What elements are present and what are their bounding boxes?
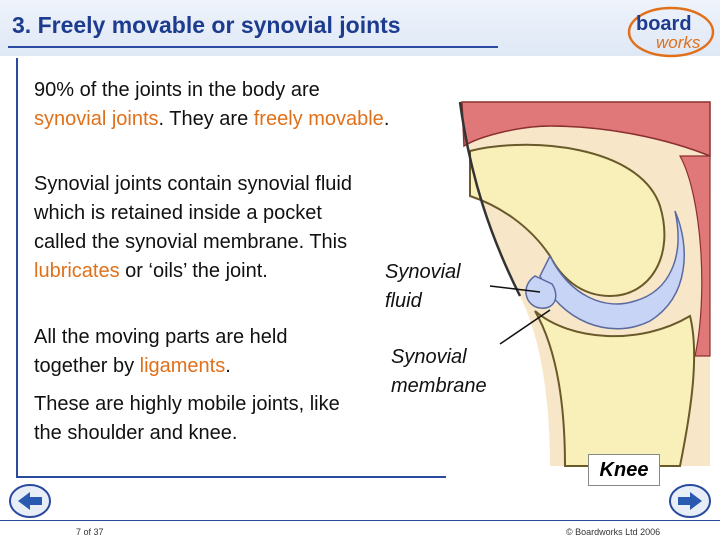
paragraph-4: These are highly mobile joints, like the… <box>34 393 340 444</box>
copyright: © Boardworks Ltd 2006 <box>566 527 661 537</box>
label-synovial-fluid: Synovial fluid <box>385 261 461 312</box>
knee-label: Knee <box>588 454 660 486</box>
logo-line1: board <box>636 13 692 35</box>
footer-rule <box>0 520 720 521</box>
content-frame-bottom <box>16 476 446 478</box>
content-frame-left <box>16 58 18 478</box>
highlight-ligaments: ligaments <box>139 355 226 377</box>
knee-joint-illustration <box>458 101 711 467</box>
label-synovial-membrane: Synovial membrane <box>391 346 487 397</box>
next-slide-button[interactable] <box>668 482 712 520</box>
slide-title: 3. Freely movable or synovial joints <box>12 12 401 38</box>
arrow-left-icon <box>18 492 42 510</box>
prev-slide-button[interactable] <box>8 482 52 520</box>
paragraph-2: Synovial joints contain synovial fluid w… <box>34 173 352 282</box>
logo-line2: works <box>656 33 701 52</box>
page-number: 7 of 37 <box>76 527 104 537</box>
highlight-freely-movable: freely movable <box>253 108 384 130</box>
highlight-lubricates: lubricates <box>34 260 120 282</box>
title-underline <box>8 46 498 48</box>
paragraph-3: All the moving parts are held together b… <box>34 326 288 377</box>
arrow-right-icon <box>678 492 702 510</box>
paragraph-1: 90% of the joints in the body are synovi… <box>34 79 390 130</box>
boardworks-logo: board works <box>627 6 715 58</box>
highlight-synovial-joints: synovial joints <box>34 108 159 130</box>
